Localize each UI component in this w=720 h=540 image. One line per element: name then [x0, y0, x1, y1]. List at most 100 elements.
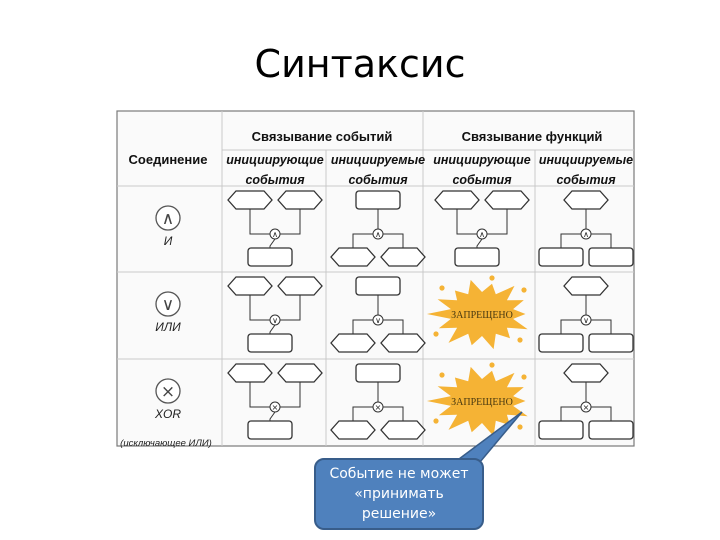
source-shape [277, 276, 323, 296]
splash-drop [489, 275, 495, 281]
sub-header-line: события [348, 173, 408, 187]
source-shape [355, 363, 401, 383]
connector-node: ∧ [580, 228, 592, 240]
source-shape [484, 190, 530, 210]
splash-drop [521, 374, 527, 380]
flow-line [249, 382, 270, 408]
connector-label: ИЛИ [155, 320, 181, 334]
target-shape [538, 333, 584, 353]
target-shape [330, 333, 376, 353]
connector-node: ∧ [269, 228, 281, 240]
splash-drop [517, 337, 523, 343]
connector-node: × [269, 401, 281, 413]
forbidden-label: ЗАПРЕЩЕНО [451, 397, 513, 408]
flow-line [383, 319, 404, 334]
splash-drop [521, 287, 527, 293]
connector-header: Соединение [129, 152, 208, 167]
connector-node: × [372, 401, 384, 413]
sub-header-line: инициируемые [539, 153, 633, 167]
group-header-events: Связывание событий [252, 129, 393, 144]
source-shape [277, 190, 323, 210]
target-shape [330, 420, 376, 440]
connector-symbol-glyph: ∨ [162, 295, 174, 315]
splash-drop [517, 424, 523, 430]
sub-header-line: инициируемые [331, 153, 425, 167]
sub-header-line: события [452, 173, 512, 187]
splash-blob [426, 279, 528, 350]
connector-symbol: × [583, 403, 590, 412]
connector-node: ∨ [580, 314, 592, 326]
source-shape [227, 276, 273, 296]
flow-line [352, 406, 373, 421]
group-header-functions: Связывание функций [462, 129, 603, 144]
flow-line [383, 233, 404, 248]
connector-sublabel: (исключающее ИЛИ) [120, 438, 212, 449]
splash-drop [433, 418, 439, 424]
connector-node: ∧ [476, 228, 488, 240]
flow-line [249, 295, 270, 321]
source-shape [277, 363, 323, 383]
connector-symbol: ∨ [375, 316, 381, 325]
callout-note: Событие не может «принимать решение» [314, 458, 484, 530]
flow-line [560, 406, 581, 421]
connector-symbol: ∨ [583, 316, 589, 325]
connector-node: × [580, 401, 592, 413]
source-shape [434, 190, 480, 210]
flow-line [280, 209, 301, 235]
forbidden-splash: ЗАПРЕЩЕНО [426, 362, 528, 437]
connector-symbol: × [375, 403, 382, 412]
connector-symbol: ∧ [583, 230, 589, 239]
splash-drop [433, 331, 439, 337]
forbidden-splash: ЗАПРЕЩЕНО [426, 275, 528, 350]
connector-symbol-circle [155, 291, 181, 317]
target-shape [247, 333, 293, 353]
forbidden-label: ЗАПРЕЩЕНО [451, 310, 513, 321]
source-shape [227, 190, 273, 210]
source-shape [563, 276, 609, 296]
source-shape [563, 190, 609, 210]
connector-symbol-circle [155, 205, 181, 231]
flow-line [591, 233, 612, 248]
connector-symbol: ∨ [272, 316, 278, 325]
target-shape [454, 247, 500, 267]
connector-symbol-glyph: × [161, 382, 175, 402]
connector-symbol-glyph: ∧ [162, 209, 174, 229]
splash-drop [489, 362, 495, 368]
connector-node: ∨ [269, 314, 281, 326]
sub-header-line: инициирующие [226, 153, 324, 167]
callout-line-2: «принимать [354, 486, 444, 502]
connector-node: ∧ [372, 228, 384, 240]
flow-line [249, 209, 270, 235]
target-shape [330, 247, 376, 267]
xor-icon: × [155, 378, 181, 404]
connector-symbol: ∧ [479, 230, 485, 239]
callout-line-1: Событие не может [329, 466, 469, 482]
target-shape [380, 420, 426, 440]
flow-line [560, 319, 581, 334]
target-shape [380, 247, 426, 267]
and-icon: ∧ [155, 205, 181, 231]
flow-line [280, 295, 301, 321]
flow-line [591, 319, 612, 334]
splash-drop [439, 285, 445, 291]
target-shape [588, 247, 634, 267]
source-shape [355, 190, 401, 210]
connector-symbol-circle [155, 378, 181, 404]
sub-header-line: инициирующие [433, 153, 531, 167]
flow-line [560, 233, 581, 248]
target-shape [588, 420, 634, 440]
splash-blob [426, 366, 528, 437]
connector-node: ∨ [372, 314, 384, 326]
connector-label: XOR [154, 407, 181, 421]
sub-header-line: события [245, 173, 305, 187]
or-icon: ∨ [155, 291, 181, 317]
flow-line [456, 209, 477, 235]
flow-line [352, 319, 373, 334]
target-shape [380, 333, 426, 353]
target-shape [588, 333, 634, 353]
flow-line [269, 324, 276, 334]
flow-line [280, 382, 301, 408]
target-shape [247, 247, 293, 267]
target-shape [538, 247, 584, 267]
